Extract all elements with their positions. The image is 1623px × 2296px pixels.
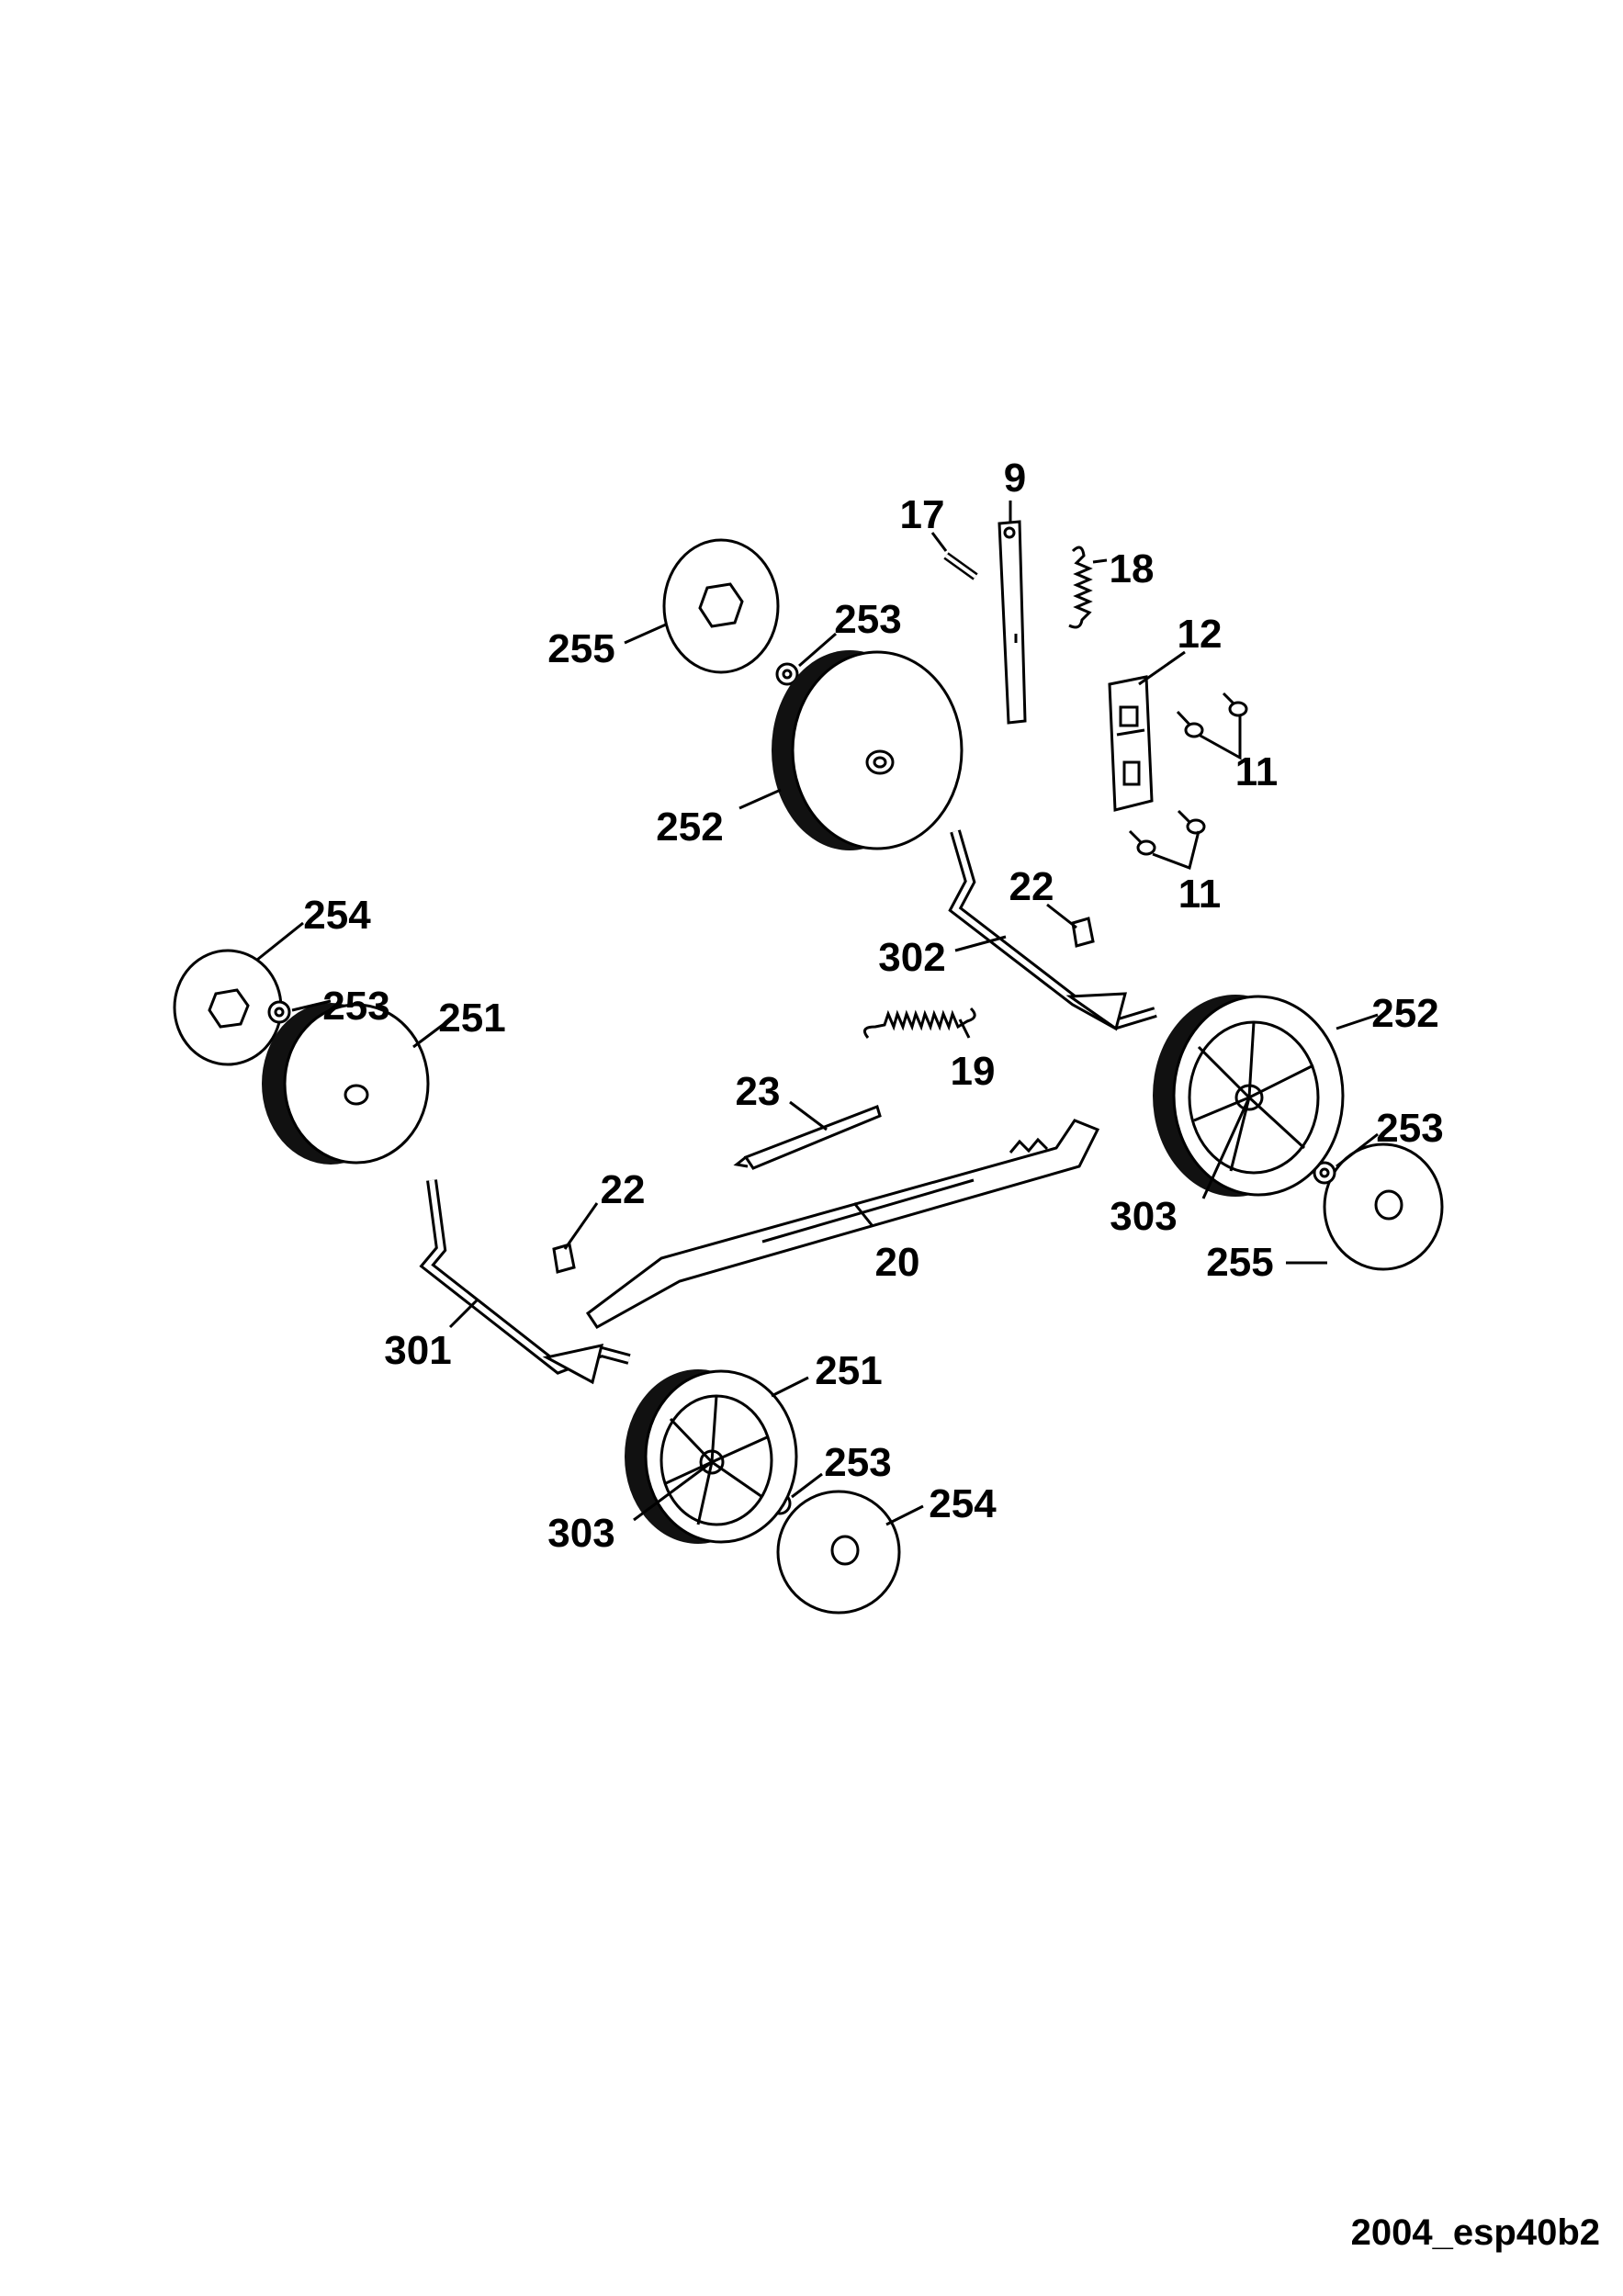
label-252-top: 252 bbox=[656, 805, 723, 850]
label-253-right: 253 bbox=[1376, 1106, 1443, 1151]
part-17-pin bbox=[943, 552, 978, 580]
label-251-left: 251 bbox=[438, 996, 505, 1041]
part-254-hubcap-bottom bbox=[776, 1490, 901, 1615]
label-253-left: 253 bbox=[322, 984, 389, 1029]
label-19: 19 bbox=[951, 1049, 996, 1094]
part-11-screws bbox=[1128, 692, 1248, 870]
part-12-plate bbox=[1108, 675, 1154, 812]
part-22-clips bbox=[552, 917, 1095, 1274]
label-302: 302 bbox=[878, 935, 945, 980]
label-12: 12 bbox=[1178, 612, 1223, 657]
label-303-bottom: 303 bbox=[547, 1511, 614, 1556]
label-253-top: 253 bbox=[834, 597, 901, 642]
label-20: 20 bbox=[875, 1240, 920, 1285]
part-302-axle-rod bbox=[948, 829, 1157, 1031]
label-22-left: 22 bbox=[601, 1167, 646, 1212]
label-254-bottom: 254 bbox=[929, 1481, 997, 1526]
part-255-hubcap-right bbox=[1323, 1142, 1444, 1271]
part-301-axle-rod bbox=[419, 1179, 631, 1385]
part-254-hubcap-left bbox=[173, 949, 283, 1066]
label-255-top: 255 bbox=[547, 626, 614, 671]
part-251-wheel-left bbox=[262, 1003, 430, 1165]
label-22-right: 22 bbox=[1009, 864, 1054, 909]
label-255-right: 255 bbox=[1206, 1240, 1273, 1285]
part-19-spring bbox=[862, 1007, 976, 1039]
part-18-spring bbox=[1068, 546, 1093, 629]
part-9-height-bar bbox=[997, 520, 1027, 725]
part-252-wheel-right bbox=[1153, 995, 1345, 1197]
diagram-reference-code: 2004_esp40b2 bbox=[1351, 2212, 1600, 2253]
part-252-wheel-top bbox=[772, 650, 964, 850]
part-20-adjuster-bar bbox=[585, 1119, 1100, 1329]
label-9: 9 bbox=[1004, 456, 1026, 501]
label-11-a: 11 bbox=[1235, 749, 1279, 794]
part-labels: 9 17 18 253 255 12 11 252 11 22 254 302 … bbox=[303, 456, 1443, 1556]
label-23: 23 bbox=[736, 1069, 781, 1114]
part-255-hubcap-top bbox=[662, 538, 780, 674]
label-18: 18 bbox=[1110, 546, 1155, 591]
label-17: 17 bbox=[900, 492, 945, 537]
part-23-lever-plate bbox=[733, 1105, 882, 1170]
label-301: 301 bbox=[384, 1328, 451, 1373]
label-252-right: 252 bbox=[1371, 991, 1438, 1036]
label-254-left: 254 bbox=[303, 893, 371, 938]
label-303-right: 303 bbox=[1110, 1194, 1177, 1239]
part-251-wheel-bottom bbox=[625, 1369, 798, 1544]
part-253-washers bbox=[267, 662, 1336, 1515]
label-11-b: 11 bbox=[1178, 872, 1222, 917]
label-253-bottom: 253 bbox=[824, 1440, 891, 1485]
label-251-bottom: 251 bbox=[815, 1348, 882, 1393]
leader-lines bbox=[256, 501, 1379, 1526]
